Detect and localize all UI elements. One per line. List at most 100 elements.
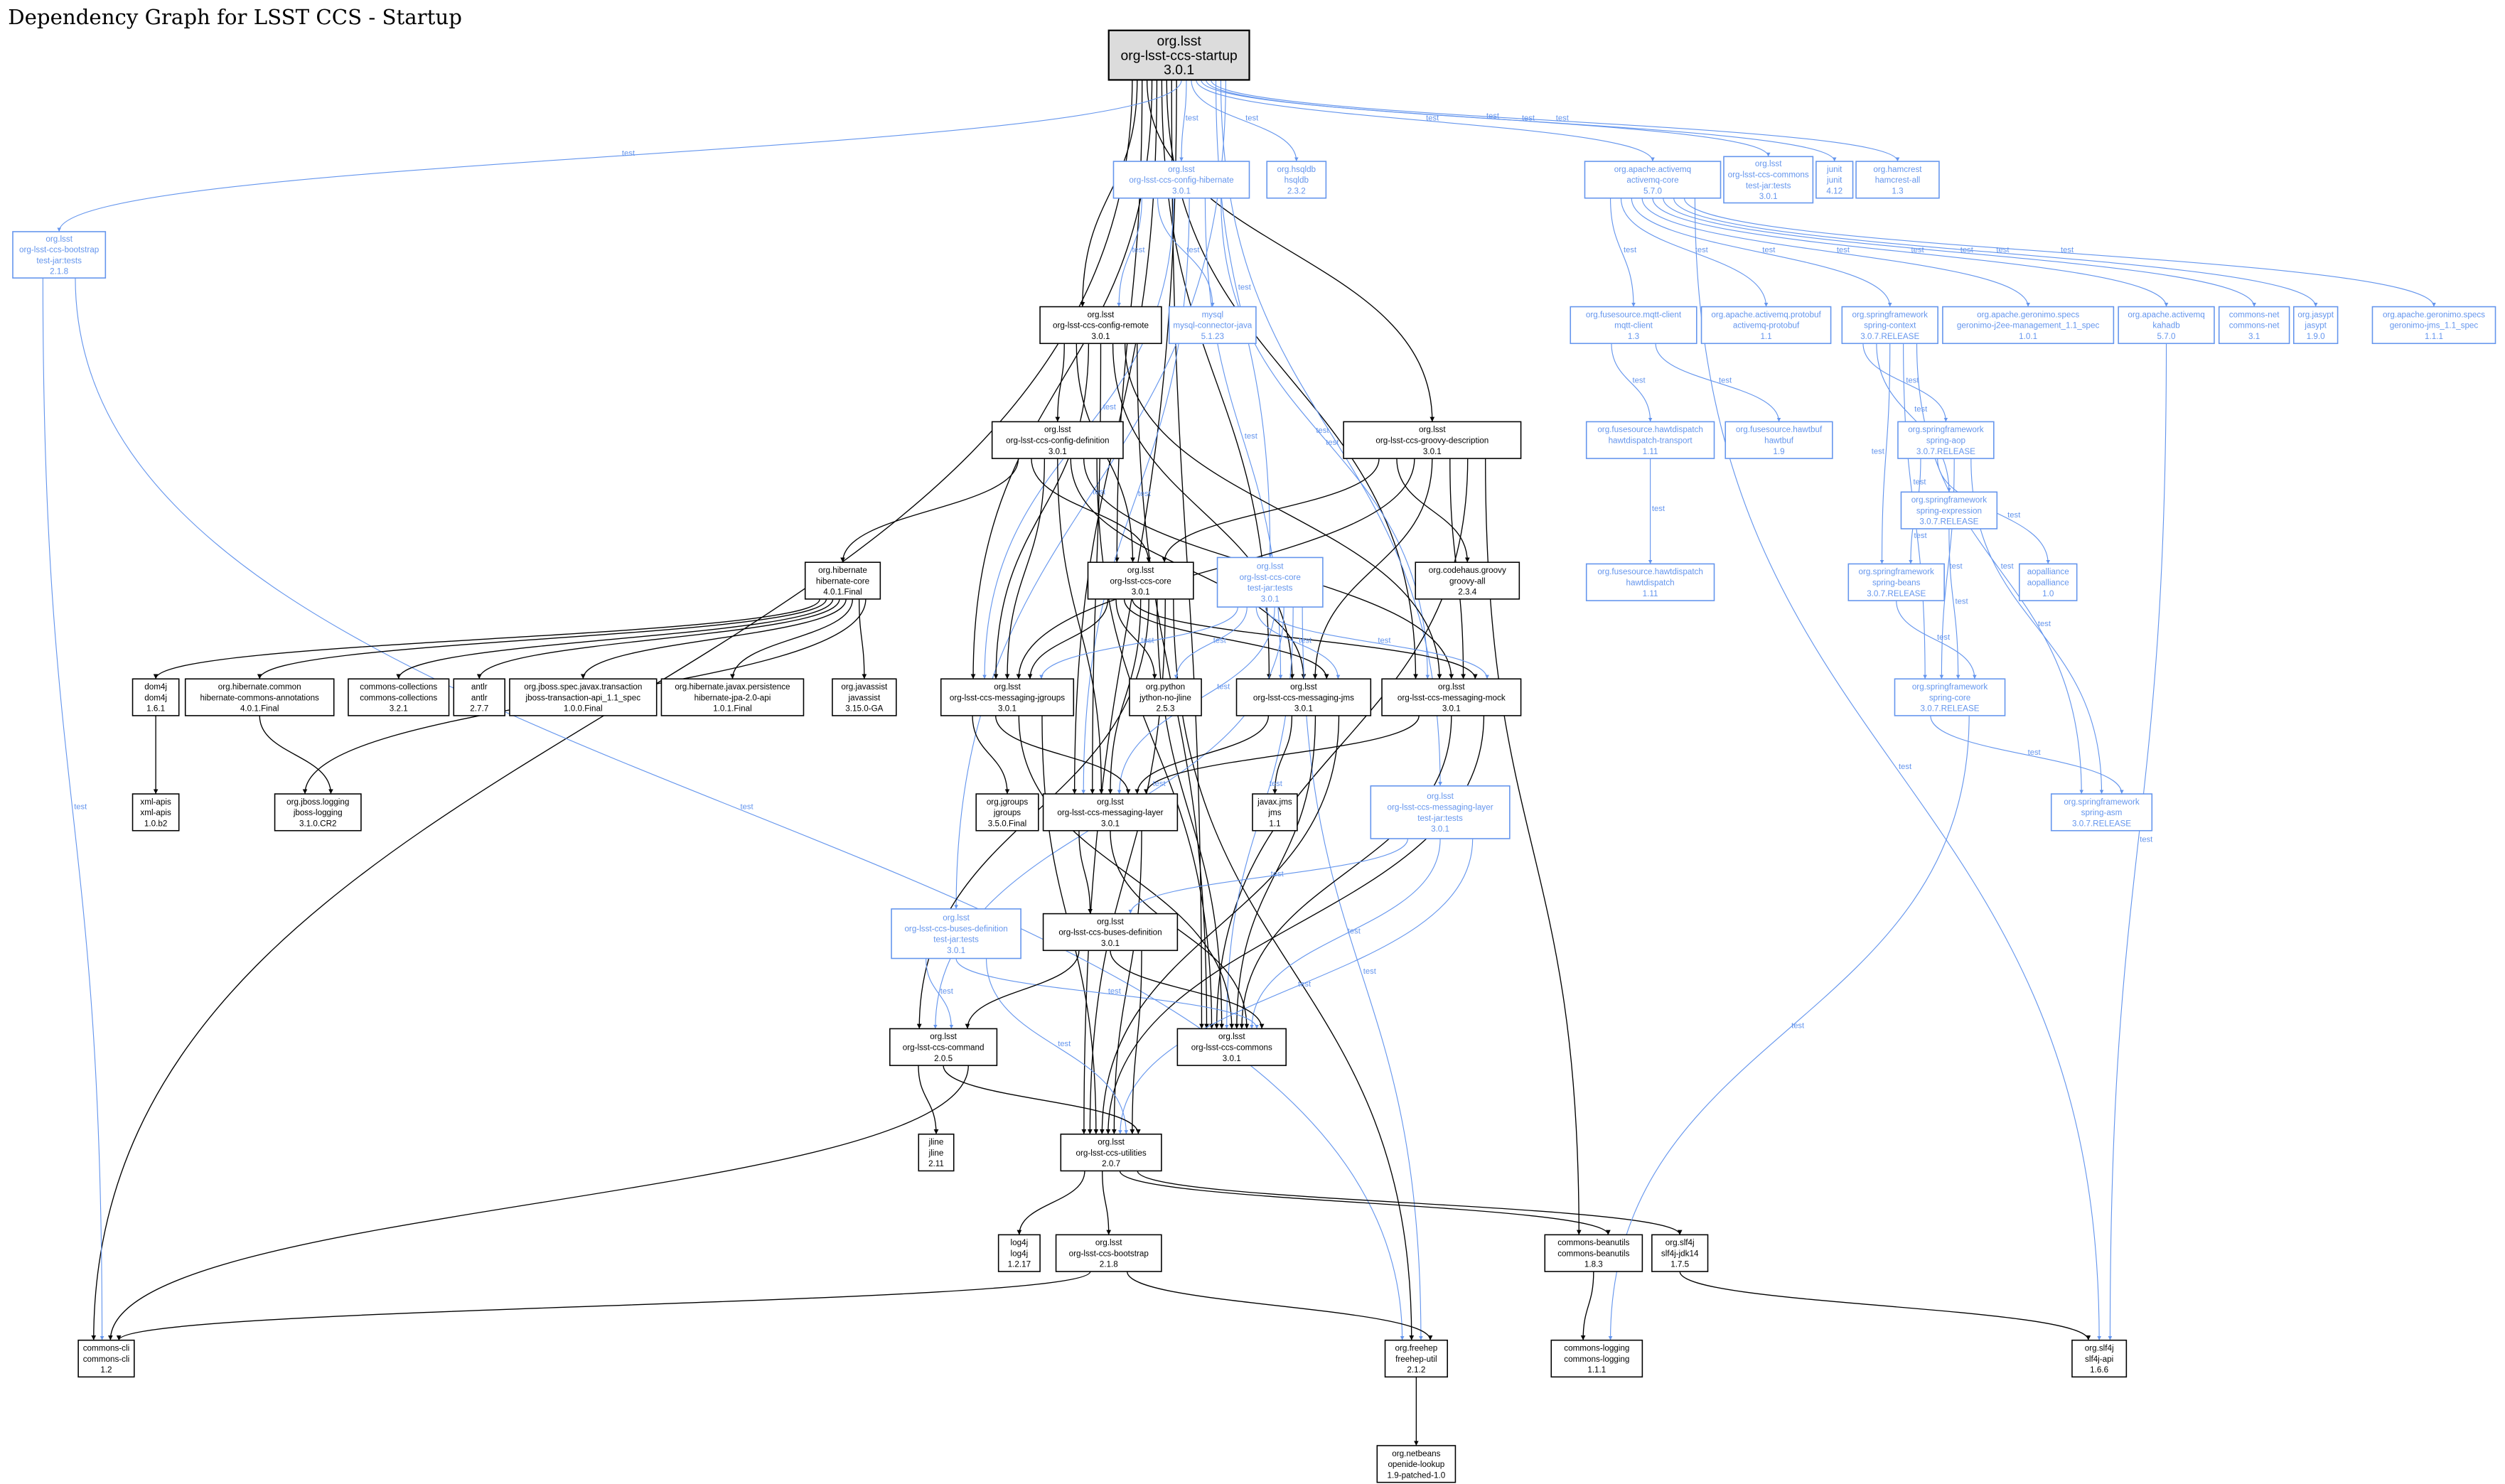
node-bootstrap-tests[interactable]: org.lsstorg-lsst-ccs-bootstraptest-jar:t… xyxy=(12,231,107,279)
node-messaging-jgroups[interactable]: org.lsstorg-lsst-ccs-messaging-jgroups3.… xyxy=(940,678,1075,716)
node-jboss-transaction[interactable]: org.jboss.spec.javax.transactionjboss-tr… xyxy=(509,678,658,716)
edge-label-test: test xyxy=(2140,835,2153,844)
node-box xyxy=(1855,161,1940,199)
node-group-id: org.apache.activemq xyxy=(2128,310,2204,319)
node-activemq-protobuf[interactable]: org.apache.activemq.protobufactivemq-pro… xyxy=(1700,306,1832,345)
edge-config-definition-to-core xyxy=(1031,458,1152,563)
node-box xyxy=(1060,1133,1162,1172)
edge-label-test: test xyxy=(1960,246,1974,254)
node-version: 2.3.2 xyxy=(1287,186,1306,195)
node-spring-asm[interactable]: org.springframeworkspring-asm3.0.7.RELEA… xyxy=(2050,793,2153,832)
edge-command-to-jline xyxy=(918,1065,939,1134)
node-box xyxy=(1897,421,1995,459)
node-box xyxy=(1544,1234,1643,1272)
edge-label-test: test xyxy=(1906,376,1919,385)
node-group-id: org.lsst xyxy=(1755,159,1782,168)
node-box xyxy=(1894,678,2006,716)
node-spring-expression[interactable]: org.springframeworkspring-expression3.0.… xyxy=(1900,491,1998,529)
node-buses-definition-tests[interactable]: org.lsstorg-lsst-ccs-buses-definitiontes… xyxy=(891,908,1021,959)
node-geronimo-j2ee[interactable]: org.apache.geronimo.specsgeronimo-j2ee-m… xyxy=(1942,306,2115,345)
edge-hibernate-core-to-hibernate-jpa xyxy=(730,598,854,679)
node-spring-core[interactable]: org.springframeworkspring-core3.0.7.RELE… xyxy=(1894,678,2006,716)
node-messaging-layer-tests[interactable]: org.lsstorg-lsst-ccs-messaging-layertest… xyxy=(1370,785,1511,839)
node-artifact-id: org-lsst-ccs-groovy-description xyxy=(1375,436,1488,446)
node-group-id: commons-net xyxy=(2229,310,2280,319)
node-group-id: org.lsst xyxy=(1218,1032,1245,1041)
edge-mqtt-client-to-hawtbuf xyxy=(1655,343,1781,422)
node-buses-definition[interactable]: org.lsstorg-lsst-ccs-buses-definition3.0… xyxy=(1042,913,1179,952)
edge-label-test: test xyxy=(1238,284,1252,292)
node-group-id: org.hibernate xyxy=(818,566,867,575)
node-artifact-id: org-lsst-ccs-config-remote xyxy=(1053,321,1149,330)
node-commons-collections[interactable]: commons-collectionscommons-collections3.… xyxy=(348,678,450,716)
node-openide-lookup[interactable]: org.netbeansopenide-lookup1.9-patched-1.… xyxy=(1376,1445,1457,1483)
node-artifact-id: jboss-transaction-api_1.1_spec xyxy=(525,693,641,702)
node-commons-tests[interactable]: org.lsstorg-lsst-ccs-commonstest-jar:tes… xyxy=(1723,156,1814,204)
node-version: 1.7.5 xyxy=(1670,1260,1689,1269)
node-config-hibernate[interactable]: org.lsstorg-lsst-ccs-config-hibernate3.0… xyxy=(1112,161,1250,199)
edge-messaging-mock-to-commons xyxy=(1239,715,1452,1029)
edge-config-definition-to-messaging-jgroups xyxy=(1004,458,1046,679)
node-hibernate-annotations[interactable]: org.hibernate.commonhibernate-commons-an… xyxy=(184,678,335,716)
node-spring-beans[interactable]: org.springframeworkspring-beans3.0.7.REL… xyxy=(1847,563,1945,601)
edge-label-test: test xyxy=(1837,246,1850,254)
edge-label-test: test xyxy=(1245,432,1258,441)
node-spring-aop[interactable]: org.springframeworkspring-aop3.0.7.RELEA… xyxy=(1897,421,1995,459)
node-box xyxy=(1107,29,1250,81)
node-geronimo-jms[interactable]: org.apache.geronimo.specsgeronimo-jms_1.… xyxy=(2371,306,2496,345)
node-hawtdispatch[interactable]: org.fusesource.hawtdispatchhawtdispatch1… xyxy=(1585,563,1715,601)
edge-slf4j-jdk14-to-slf4j-api xyxy=(1679,1271,2091,1340)
node-version: 1.9-patched-1.0 xyxy=(1387,1470,1445,1480)
node-hibernate-jpa[interactable]: org.hibernate.javax.persistencehibernate… xyxy=(660,678,805,716)
node-core-tests[interactable]: org.lsstorg-lsst-ccs-coretest-jar:tests3… xyxy=(1216,556,1324,608)
edge-label-test: test xyxy=(1326,439,1339,447)
node-group-id: org.springframework xyxy=(1908,425,1984,434)
node-messaging-layer[interactable]: org.lsstorg-lsst-ccs-messaging-layer3.0.… xyxy=(1042,793,1179,832)
node-spring-context[interactable]: org.springframeworkspring-context3.0.7.R… xyxy=(1841,306,1938,345)
node-artifact-id: xml-apis xyxy=(140,808,171,817)
node-groovy-description[interactable]: org.lsstorg-lsst-ccs-groovy-description3… xyxy=(1343,421,1522,459)
node-hawtdispatch-transport[interactable]: org.fusesource.hawtdispatchhawtdispatch-… xyxy=(1585,421,1715,459)
node-version: 3.2.1 xyxy=(390,704,408,714)
node-artifact-id: junit xyxy=(1826,176,1842,185)
node-config-definition[interactable]: org.lsstorg-lsst-ccs-config-definition3.… xyxy=(991,421,1124,459)
